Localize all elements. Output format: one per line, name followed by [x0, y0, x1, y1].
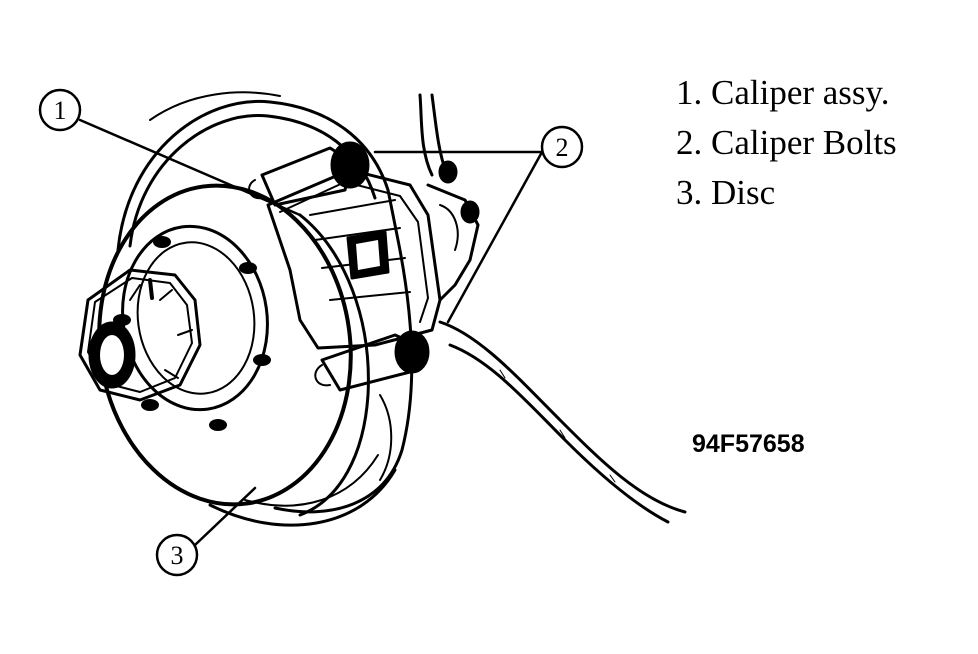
parts-legend: 1. Caliper assy. 2. Caliper Bolts 3. Dis… [676, 68, 897, 218]
caliper-assembly [248, 141, 480, 392]
figure-code: 94F57658 [692, 430, 805, 458]
callout-number-3: 3 [171, 541, 184, 570]
leader-line-1 [78, 118, 302, 217]
leader-line-3 [193, 486, 257, 547]
callout-2: 2 [540, 125, 584, 169]
locking-hub-cap [78, 268, 202, 402]
leader-line-2b [446, 150, 544, 324]
brake-line [418, 93, 687, 524]
callout-number-2: 2 [556, 133, 569, 162]
legend-item-caliper-bolts: 2. Caliper Bolts [676, 123, 897, 162]
legend-item-caliper-assy: 1. Caliper assy. [676, 73, 890, 112]
callout-3: 3 [155, 533, 199, 577]
callout-1: 1 [38, 88, 82, 132]
legend-item-disc: 3. Disc [676, 173, 776, 212]
leader-lines [78, 118, 544, 547]
callout-number-1: 1 [54, 96, 67, 125]
